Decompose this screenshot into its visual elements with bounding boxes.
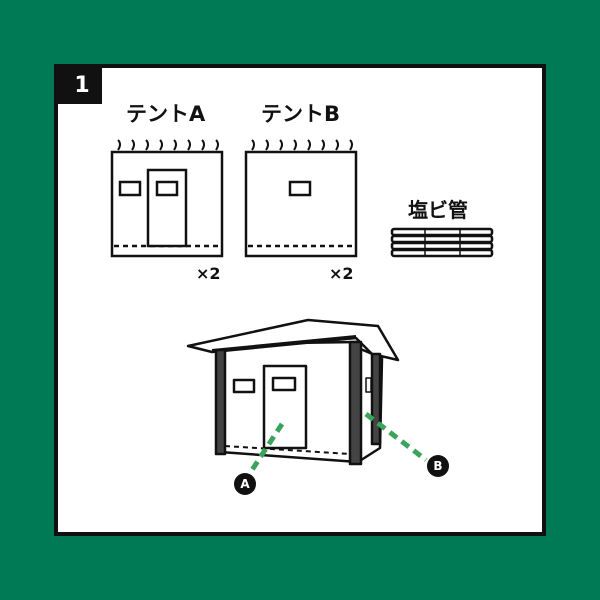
- callout-a-marker: [234, 473, 256, 495]
- assembled-hut-icon: [186, 318, 400, 466]
- step-number-box: [58, 68, 102, 104]
- pvc-pipe-label: 塩ビ管: [408, 198, 468, 222]
- instruction-panel: [54, 64, 546, 536]
- tent-a-quantity: ×2: [196, 264, 221, 283]
- callout-b-label: B: [433, 459, 443, 473]
- pvc-pipe-bundle-icon: [390, 227, 494, 258]
- tent-b-label: テントB: [261, 102, 341, 126]
- tent-b-quantity: ×2: [329, 264, 354, 283]
- callout-b: [364, 412, 449, 477]
- callout-a: [234, 422, 285, 495]
- tent-b-icon: [244, 139, 358, 258]
- step-number: 1: [74, 73, 90, 98]
- callout-b-marker: [427, 455, 449, 477]
- tent-a-icon: [110, 139, 224, 258]
- callout-a-label: A: [240, 477, 250, 491]
- tent-a-label: テントA: [126, 102, 206, 126]
